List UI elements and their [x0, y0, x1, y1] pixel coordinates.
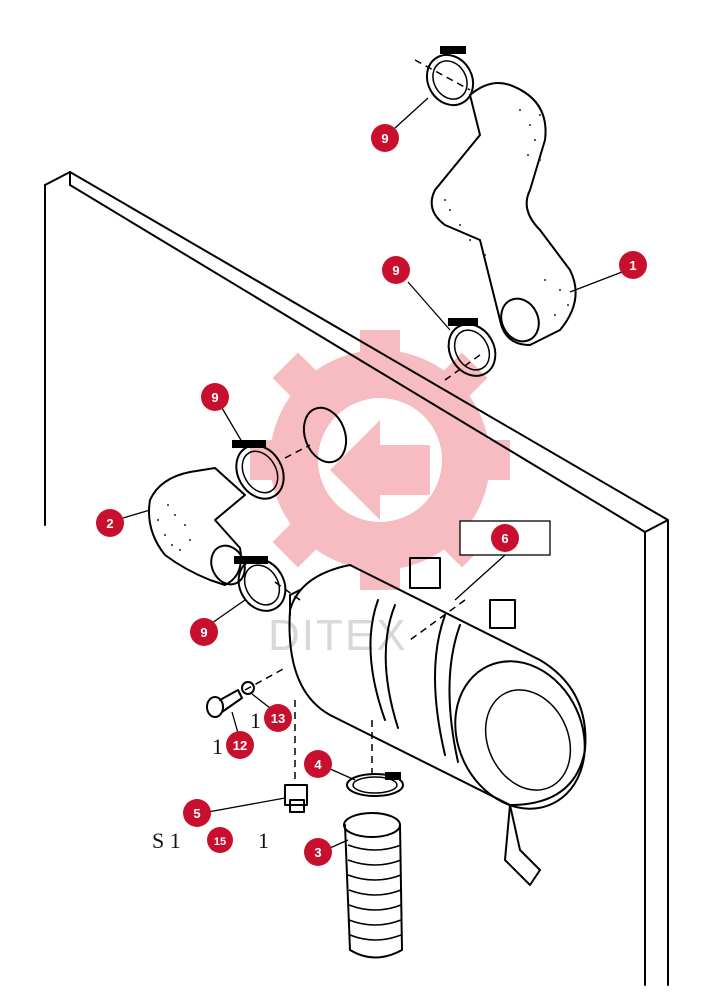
- upper-hose: [430, 82, 577, 346]
- svg-text:13: 13: [271, 711, 285, 726]
- callout-6: 6: [491, 524, 519, 552]
- svg-text:9: 9: [211, 390, 218, 405]
- svg-text:6: 6: [501, 531, 508, 546]
- bellows-intake: [343, 812, 403, 959]
- svg-text:1: 1: [629, 258, 636, 273]
- svg-text:9: 9: [200, 625, 207, 640]
- svg-text:9: 9: [392, 263, 399, 278]
- callout-1: 1: [619, 251, 647, 279]
- hose-clamp-left-lower: [234, 556, 287, 612]
- residual-label-s-tail: 1: [258, 828, 269, 853]
- callout-4: 4: [304, 750, 332, 778]
- svg-text:5: 5: [193, 806, 200, 821]
- callout-leaders: [122, 97, 623, 849]
- elbow-hose: [148, 467, 246, 586]
- svg-text:4: 4: [314, 757, 322, 772]
- hose-clamp-left-upper: [232, 440, 285, 500]
- svg-text:2: 2: [106, 516, 113, 531]
- svg-text:15: 15: [214, 836, 226, 848]
- callout-3: 3: [304, 838, 332, 866]
- hose-clamp-mid: [447, 318, 497, 377]
- mounting-panel: [44, 171, 669, 986]
- residual-label-12: 1: [212, 734, 223, 759]
- svg-text:3: 3: [314, 845, 321, 860]
- drain-valve: [284, 784, 308, 813]
- bellows-clamp: [346, 772, 404, 797]
- svg-text:9: 9: [381, 131, 388, 146]
- residual-label-s: S 1: [152, 828, 181, 853]
- callout-2: 2: [96, 509, 124, 537]
- callout-9-mid: 9: [382, 256, 410, 284]
- hose-clamp-top: [425, 46, 475, 107]
- bolt: [206, 689, 243, 718]
- callout-5: 5: [183, 799, 211, 827]
- callout-9-top: 9: [371, 124, 399, 152]
- air-filter-housing: [288, 557, 587, 886]
- wall-opening: [302, 406, 348, 464]
- svg-text:12: 12: [233, 738, 247, 753]
- callout-12: 12: [226, 731, 254, 759]
- callout-13: 13: [264, 704, 292, 732]
- assembly-lines: [244, 59, 481, 785]
- callout-15: 15: [207, 827, 233, 853]
- callout-9-left-lower: 9: [190, 618, 218, 646]
- washer: [241, 681, 255, 695]
- residual-label-13: 1: [250, 708, 261, 733]
- callout-9-left-upper: 9: [201, 383, 229, 411]
